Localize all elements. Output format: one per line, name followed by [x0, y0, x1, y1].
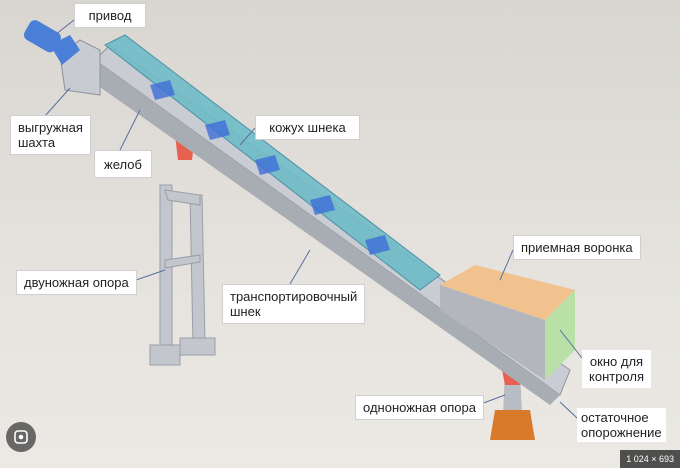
lens-icon: [14, 430, 28, 444]
label-two-leg-support: двуножная опора: [16, 270, 137, 295]
drive-motor: [23, 20, 80, 65]
label-screw-casing: кожух шнека: [255, 115, 360, 140]
label-line: контроля: [589, 369, 644, 384]
screw-flights: [150, 80, 390, 255]
label-line: шахта: [18, 135, 56, 150]
label-line: выгружная: [18, 120, 83, 135]
leader-lines: [44, 19, 583, 419]
label-one-leg-support: одноножная опора: [355, 395, 484, 420]
label-receiving-hopper: приемная воронка: [513, 235, 641, 260]
label-line: шнек: [230, 304, 261, 319]
label-drive: привод: [74, 3, 146, 28]
label-trough: желоб: [94, 150, 152, 178]
label-line: транспортировочный: [230, 289, 358, 304]
receiving-hopper: [440, 265, 575, 380]
label-line: опорожнение: [581, 425, 662, 440]
image-size-badge: 1 024 × 693: [620, 450, 680, 468]
inspection-window: [545, 290, 575, 380]
label-line: остаточное: [581, 410, 649, 425]
lens-search-button[interactable]: [6, 422, 36, 452]
label-line: окно для: [589, 354, 644, 369]
two-leg-support: [149, 184, 216, 366]
